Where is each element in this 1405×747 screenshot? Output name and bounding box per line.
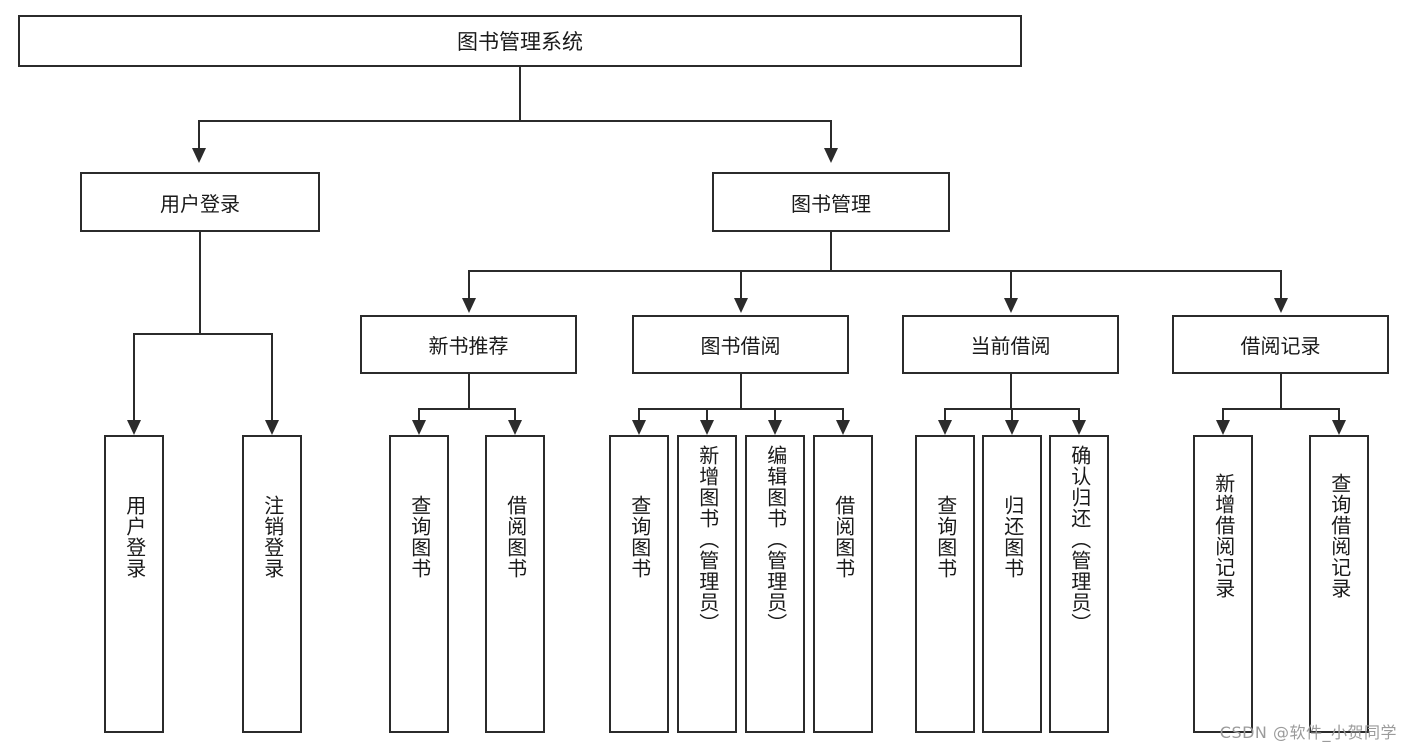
node-label: 用户登录	[160, 191, 240, 216]
connector-user-login-stem	[199, 232, 201, 333]
connector-bb-bar	[638, 408, 842, 410]
connector-br-bar	[1222, 408, 1340, 410]
node-root-system[interactable]: 图书管理系统	[18, 15, 1022, 67]
leaf-label: 注销登录	[260, 495, 285, 579]
connector-cb-to-query	[944, 408, 946, 420]
connector-cb-stem	[1010, 374, 1012, 408]
node-label: 借阅记录	[1240, 334, 1321, 358]
node-label: 图书管理系统	[457, 30, 583, 54]
leaf-cb-query-book[interactable]: 查询图书	[915, 435, 975, 733]
leaf-bb-query-book[interactable]: 查询图书	[609, 435, 669, 733]
connector-bm-to-new-book	[468, 270, 470, 298]
connector-br-stem	[1280, 374, 1282, 408]
node-label: 图书借阅	[700, 334, 781, 358]
leaf-cb-confirm-return-admin[interactable]: 确认归还（管理员）	[1049, 435, 1109, 733]
leaf-br-add-record[interactable]: 新增借阅记录	[1193, 435, 1253, 733]
leaf-br-query-record[interactable]: 查询借阅记录	[1309, 435, 1369, 733]
arrow-bb-to-edit	[768, 420, 782, 435]
arrow-bm-to-new-book	[462, 298, 476, 313]
leaf-bb-borrow-book[interactable]: 借阅图书	[813, 435, 873, 733]
watermark-text: CSDN @软件_小贺同学	[1219, 723, 1397, 742]
connector-user-login-to-logout	[271, 333, 273, 420]
arrow-bm-to-borrow-record	[1274, 298, 1288, 313]
arrow-cb-to-confirm	[1072, 420, 1086, 435]
leaf-user-logout[interactable]: 注销登录	[242, 435, 302, 733]
leaf-label: 查询借阅记录	[1327, 473, 1352, 599]
leaf-label: 查询图书	[407, 495, 432, 579]
node-book-borrow[interactable]: 图书借阅	[632, 315, 849, 374]
node-book-manage[interactable]: 图书管理	[712, 172, 950, 232]
connector-bb-to-add	[706, 408, 708, 420]
connector-root-to-book-manage	[830, 120, 832, 148]
arrow-cb-to-query	[938, 420, 952, 435]
arrow-bb-to-borrow	[836, 420, 850, 435]
leaf-bb-add-book-admin[interactable]: 新增图书（管理员）	[677, 435, 737, 733]
arrow-nbr-to-borrow	[508, 420, 522, 435]
connector-cb-to-confirm	[1078, 408, 1080, 420]
connector-bm-to-book-borrow	[740, 270, 742, 298]
leaf-label: 借阅图书	[503, 495, 528, 579]
node-label: 当前借阅	[970, 334, 1051, 358]
arrow-nbr-to-query	[412, 420, 426, 435]
arrow-bm-to-book-borrow	[734, 298, 748, 313]
arrow-bb-to-add	[700, 420, 714, 435]
node-user-login[interactable]: 用户登录	[80, 172, 320, 232]
arrow-bm-to-current-borrow	[1004, 298, 1018, 313]
node-label: 图书管理	[791, 191, 871, 216]
node-borrow-record[interactable]: 借阅记录	[1172, 315, 1389, 374]
connector-user-login-bar	[133, 333, 273, 335]
connector-bm-to-borrow-record	[1280, 270, 1282, 298]
connector-bb-to-query	[638, 408, 640, 420]
arrow-root-to-book-manage	[824, 148, 838, 163]
connector-br-to-add	[1222, 408, 1224, 420]
connector-user-login-to-login	[133, 333, 135, 420]
leaf-label: 查询图书	[933, 495, 958, 579]
leaf-nbr-borrow-book[interactable]: 借阅图书	[485, 435, 545, 733]
leaf-bb-edit-book-admin[interactable]: 编辑图书（管理员）	[745, 435, 805, 733]
connector-root-stem	[519, 67, 521, 120]
leaf-label: 归还图书	[1000, 495, 1025, 579]
connector-root-bar	[198, 120, 832, 122]
arrow-user-login-to-logout	[265, 420, 279, 435]
node-label: 新书推荐	[428, 334, 509, 358]
node-new-book-recommend[interactable]: 新书推荐	[360, 315, 577, 374]
connector-book-manage-bar	[468, 270, 1282, 272]
arrow-cb-to-return	[1005, 420, 1019, 435]
arrow-bb-to-query	[632, 420, 646, 435]
leaf-nbr-query-book[interactable]: 查询图书	[389, 435, 449, 733]
leaf-label: 新增借阅记录	[1211, 473, 1236, 599]
leaf-label: 用户登录	[122, 495, 147, 579]
connector-root-to-user-login	[198, 120, 200, 148]
leaf-label: 借阅图书	[831, 495, 856, 579]
connector-bb-stem	[740, 374, 742, 408]
node-current-borrow[interactable]: 当前借阅	[902, 315, 1119, 374]
connector-bb-to-edit	[774, 408, 776, 420]
connector-cb-to-return	[1011, 408, 1013, 420]
leaf-label: 新增图书（管理员）	[695, 445, 720, 634]
arrow-user-login-to-login	[127, 420, 141, 435]
leaf-cb-return-book[interactable]: 归还图书	[982, 435, 1042, 733]
arrow-br-to-add	[1216, 420, 1230, 435]
leaf-user-login[interactable]: 用户登录	[104, 435, 164, 733]
connector-nbr-bar	[418, 408, 516, 410]
connector-nbr-to-borrow	[514, 408, 516, 420]
connector-nbr-stem	[468, 374, 470, 408]
connector-br-to-query	[1338, 408, 1340, 420]
arrow-root-to-user-login	[192, 148, 206, 163]
leaf-label: 确认归还（管理员）	[1067, 445, 1092, 634]
connector-nbr-to-query	[418, 408, 420, 420]
connector-bm-to-current-borrow	[1010, 270, 1012, 298]
connector-book-manage-stem	[830, 232, 832, 270]
arrow-br-to-query	[1332, 420, 1346, 435]
leaf-label: 编辑图书（管理员）	[763, 445, 788, 634]
leaf-label: 查询图书	[627, 495, 652, 579]
connector-bb-to-borrow	[842, 408, 844, 420]
